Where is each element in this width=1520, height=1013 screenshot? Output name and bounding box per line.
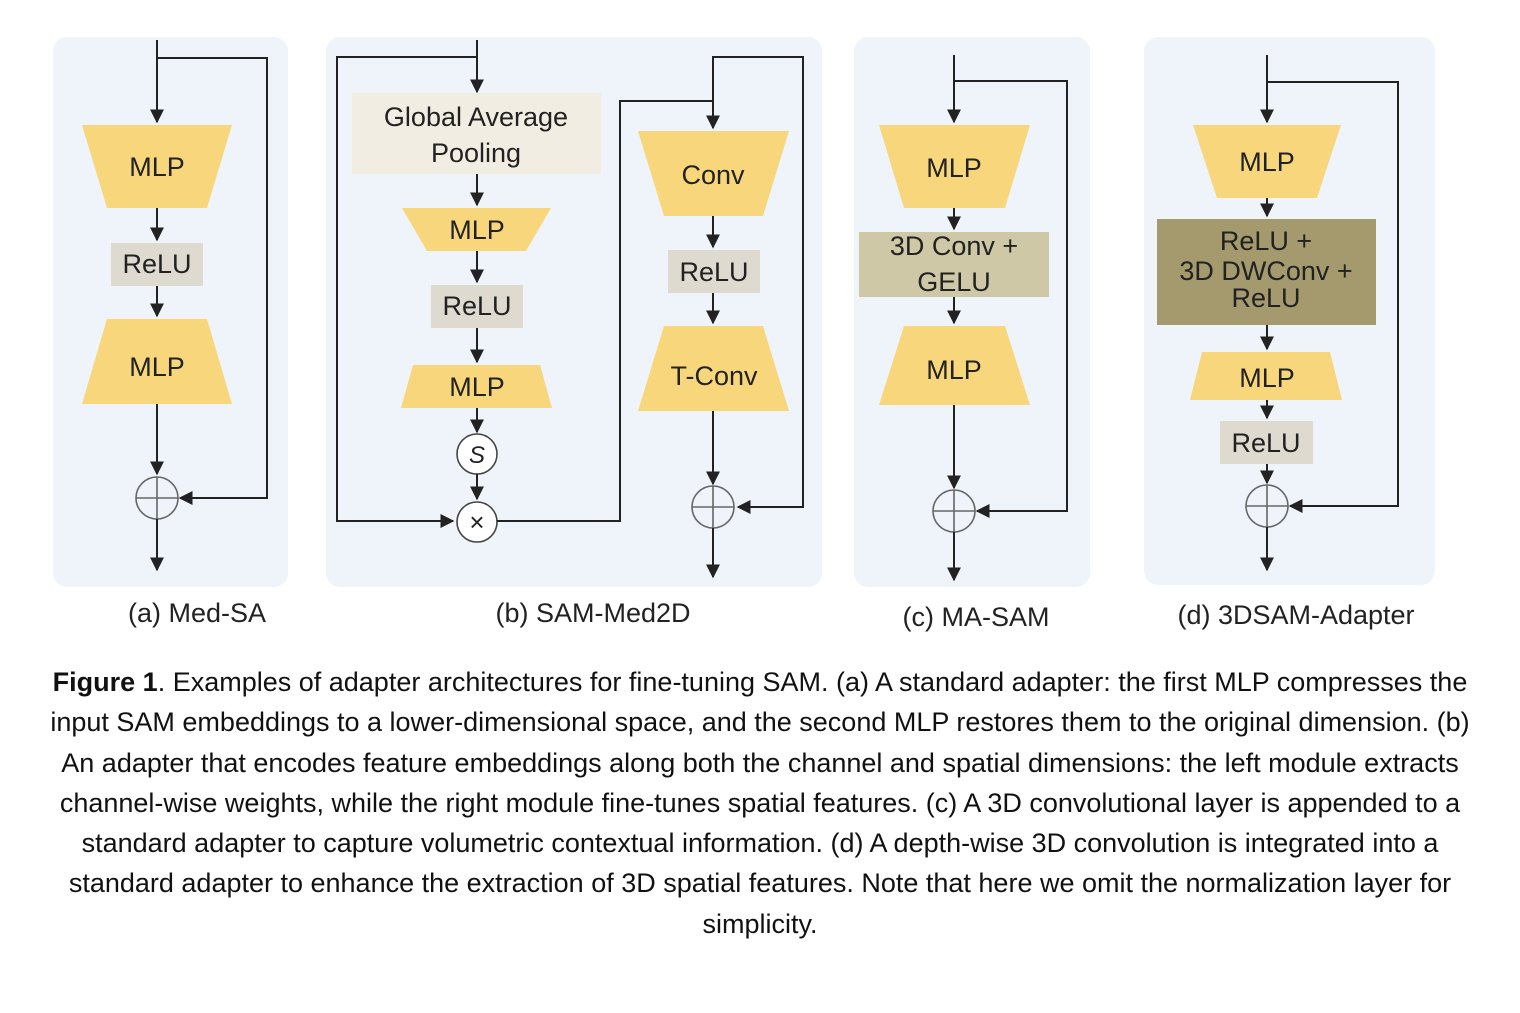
panel-b-mlp1-block xyxy=(402,208,551,251)
adapter-architectures-figure: MLP ReLU MLP (a) Med-SA Global Average P… xyxy=(53,37,1435,632)
panel-b-sigmoid-label: S xyxy=(469,442,485,469)
panel-b-conv-block xyxy=(638,131,789,216)
panel-a-relu-block xyxy=(111,243,203,286)
panel-b-mlp2-label: MLP xyxy=(449,372,505,402)
figure-caption-text: . Examples of adapter architectures for … xyxy=(50,667,1470,939)
panel-a-mlp2-label: MLP xyxy=(129,352,185,382)
panel-c-mlp2-block xyxy=(879,326,1030,405)
panel-b-caption: (b) SAM-Med2D xyxy=(495,598,690,628)
panel-b-relu2-label: ReLU xyxy=(679,257,748,287)
panel-c-caption: (c) MA-SAM xyxy=(903,602,1050,632)
panel-c-add-icon xyxy=(932,489,976,533)
panel-d-mlp1-label: MLP xyxy=(1239,147,1295,177)
panel-b-relu2-block xyxy=(668,250,760,293)
panel-b-connector-to-right-module xyxy=(497,100,720,522)
panel-b-relu1-label: ReLU xyxy=(442,291,511,321)
panel-a-mlp2-block xyxy=(82,319,232,404)
panel-b-mlp1-label: MLP xyxy=(449,215,505,245)
panel-a-add-icon xyxy=(135,476,179,520)
panel-d-dw-line2: 3D DWConv + xyxy=(1179,256,1352,286)
panel-a-mlp1-block xyxy=(82,125,232,208)
panel-d-mlp2-label: MLP xyxy=(1239,363,1295,393)
panel-b-conv-label: Conv xyxy=(681,160,745,190)
panel-b-tconv-block xyxy=(638,326,789,411)
figure-caption: Figure 1. Examples of adapter architectu… xyxy=(50,662,1470,944)
panel-a-med-sa: MLP ReLU MLP (a) Med-SA xyxy=(53,37,288,628)
panel-b-mlp2-block xyxy=(401,365,552,408)
panel-b-right-skip-connection xyxy=(712,56,804,514)
panel-c-skip-connection xyxy=(954,80,1068,518)
panel-d-3dsam-adapter: MLP ReLU + 3D DWConv + ReLU MLP ReLU (d)… xyxy=(1144,37,1435,630)
panel-a-background xyxy=(53,37,288,587)
panel-c-conv-gelu-block xyxy=(859,232,1049,297)
panel-d-dwconv-block xyxy=(1157,219,1376,325)
panel-d-caption: (d) 3DSAM-Adapter xyxy=(1177,600,1414,630)
panel-b-gap-line1: Global Average xyxy=(384,102,568,132)
panel-d-relu-label: ReLU xyxy=(1231,428,1300,458)
panel-c-mlp2-label: MLP xyxy=(926,355,982,385)
panel-d-relu-block xyxy=(1220,421,1313,464)
panel-c-conv-line1: 3D Conv + xyxy=(890,231,1018,261)
panel-c-conv-line2: GELU xyxy=(917,267,991,297)
panel-b-relu1-block xyxy=(431,285,523,328)
panel-d-add-icon xyxy=(1245,484,1289,528)
panel-b-tconv-label: T-Conv xyxy=(670,361,758,391)
panel-b-gap-line2: Pooling xyxy=(431,138,521,168)
panel-b-gap-block xyxy=(352,93,601,174)
panel-b-add-icon xyxy=(691,485,735,529)
panel-d-mlp2-block xyxy=(1190,352,1342,400)
panel-d-mlp1-block xyxy=(1193,125,1341,198)
figure-caption-title: Figure 1 xyxy=(52,667,158,697)
panel-c-mlp1-label: MLP xyxy=(926,153,982,183)
panel-a-relu-label: ReLU xyxy=(122,249,191,279)
panel-c-background xyxy=(854,37,1090,587)
panel-d-dw-line3: ReLU xyxy=(1231,283,1300,313)
panel-b-left-skip-connection xyxy=(336,56,477,528)
panel-c-ma-sam: MLP 3D Conv + GELU MLP (c) MA-SAM xyxy=(854,37,1090,632)
panel-b-multiply-label: × xyxy=(469,507,484,537)
panel-b-sam-med2d: Global Average Pooling MLP ReLU MLP S × … xyxy=(326,37,822,628)
panel-d-skip-connection xyxy=(1267,81,1399,513)
panel-a-caption: (a) Med-SA xyxy=(128,598,266,628)
panel-c-mlp1-block xyxy=(879,125,1030,208)
panel-a-mlp1-label: MLP xyxy=(129,152,185,182)
panel-a-skip-connection xyxy=(157,57,268,505)
panel-d-dw-line1: ReLU + xyxy=(1220,226,1312,256)
